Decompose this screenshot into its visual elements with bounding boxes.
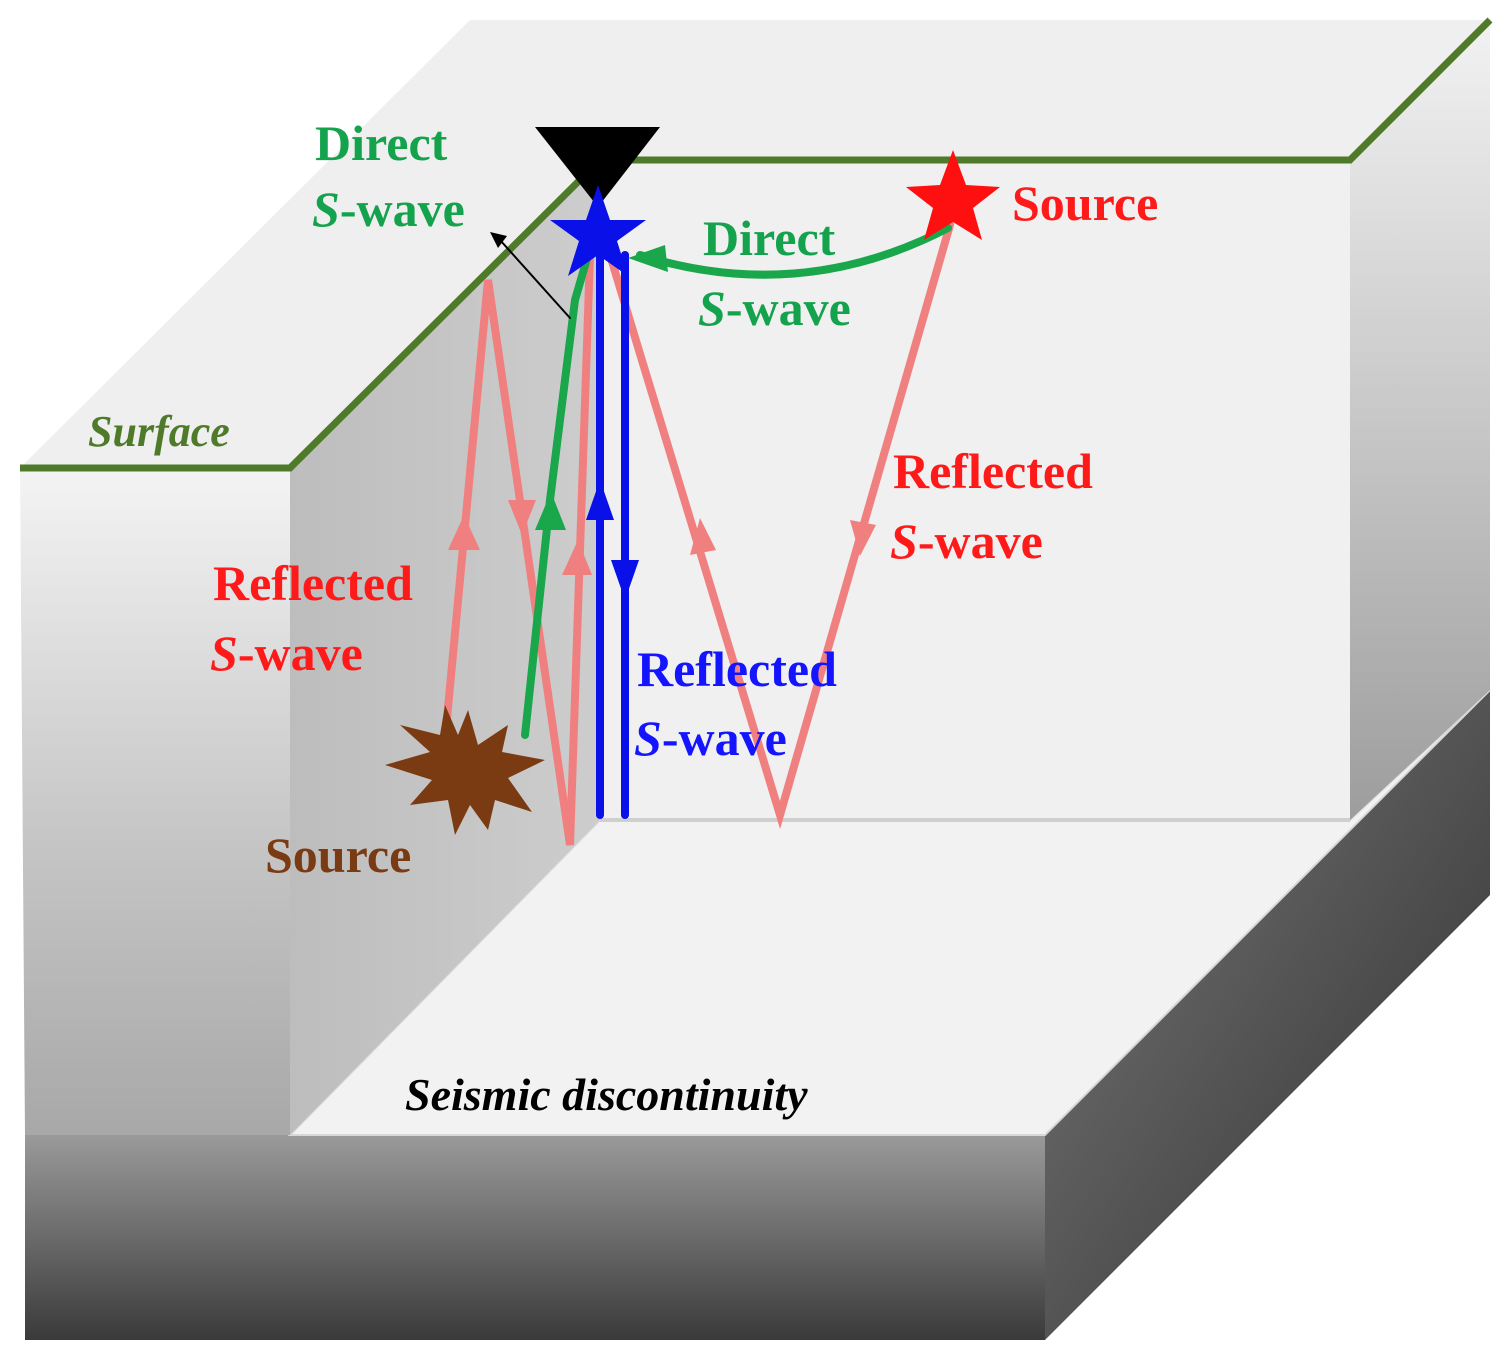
label-reflected-blue-line1: Reflected <box>637 641 837 697</box>
label-seismic-discontinuity: Seismic discontinuity <box>405 1069 808 1120</box>
label-reflected-blue: Reflected S-wave <box>634 641 837 766</box>
label-direct-left-line2: S-wave <box>312 181 465 237</box>
direct-label-pointer <box>499 239 571 319</box>
base-side-face <box>1045 690 1490 1340</box>
arrow-red-right-down <box>850 520 876 556</box>
base-slab <box>25 690 1490 1340</box>
label-source-right: Source <box>1012 175 1158 231</box>
label-reflected-right-line1: Reflected <box>893 443 1093 499</box>
inverted-triangle-icon <box>535 127 660 207</box>
arrow-red-left-down <box>508 500 536 535</box>
back-wall <box>600 160 1350 820</box>
label-reflected-right-line2: S-wave <box>890 513 1043 569</box>
direct-wave-subsurface-path <box>521 251 592 739</box>
right-side-face <box>1350 20 1490 820</box>
label-reflected-left: Reflected S-wave <box>210 555 413 681</box>
label-reflected-right: Reflected S-wave <box>890 443 1093 569</box>
arrow-green-up <box>535 492 566 530</box>
label-direct-swave-right: Direct S-wave <box>698 210 851 336</box>
label-direct-right-line2: S-wave <box>698 280 851 336</box>
arrowheads <box>448 232 876 600</box>
label-source-left: Source <box>265 827 411 883</box>
red-star-icon <box>906 150 1000 240</box>
label-direct-left-line1: Direct <box>315 115 448 171</box>
label-reflected-left-line1: Reflected <box>213 555 413 611</box>
label-direct-swave-left: Direct S-wave <box>312 115 465 237</box>
direct-wave-surface-path <box>636 224 952 279</box>
explosion-burst-icon <box>385 705 545 835</box>
arrow-black-pointer <box>490 232 507 248</box>
arrow-blue-down <box>611 560 639 600</box>
label-surface: Surface <box>88 407 230 456</box>
arrow-red-middle-up <box>562 540 592 575</box>
arrow-green-left <box>628 245 668 272</box>
reflected-wave-right-path <box>606 221 954 830</box>
arrow-red-left-up <box>448 515 480 550</box>
base-front-face <box>25 1135 1045 1340</box>
label-reflected-blue-line2: S-wave <box>634 710 787 766</box>
inner-wall <box>290 160 600 1135</box>
blue-star-icon <box>550 185 646 276</box>
label-reflected-left-line2: S-wave <box>210 625 363 681</box>
top-surface <box>20 20 1490 468</box>
left-front-face <box>20 468 290 1135</box>
label-direct-right-line1: Direct <box>703 210 836 266</box>
arrow-blue-up <box>586 480 614 520</box>
arrow-red-right-up <box>690 518 716 555</box>
